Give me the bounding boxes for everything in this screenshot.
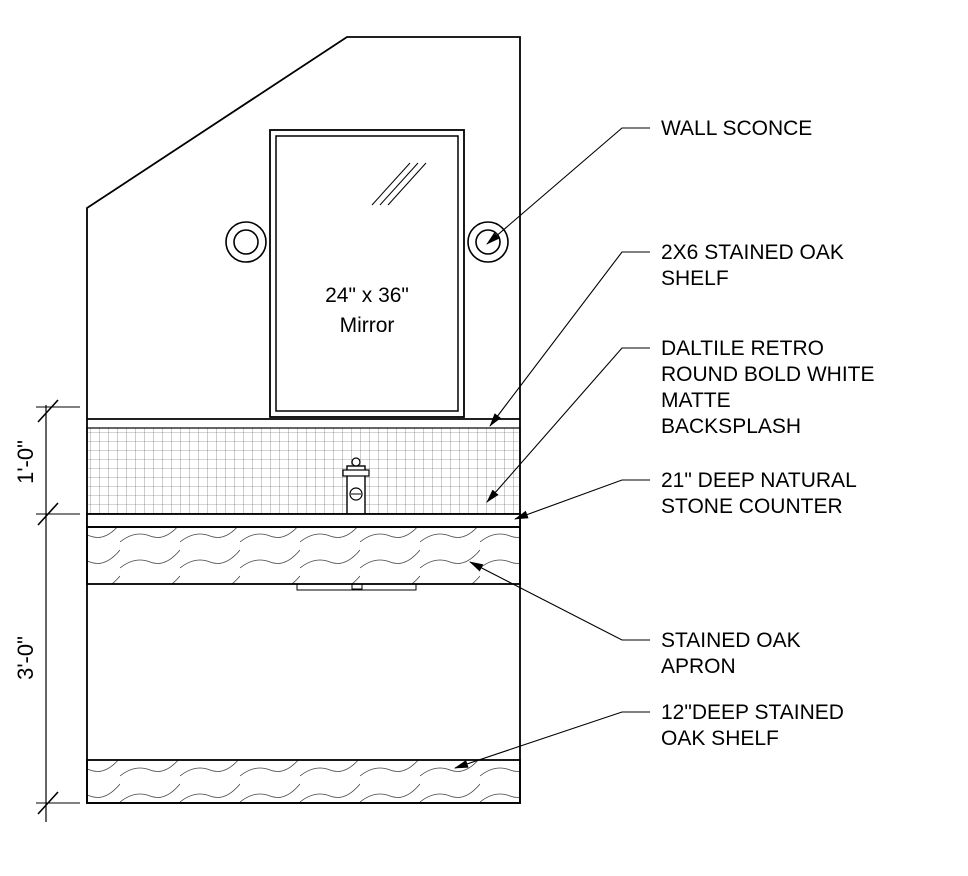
leader-oak-shelf-12: [454, 711, 650, 769]
callout-line: DALTILE RETRO: [661, 337, 824, 360]
dimension-backsplash-height: 1'-0": [13, 440, 38, 484]
mirror: 24" x 36" Mirror: [269, 129, 465, 418]
callout-line: APRON: [661, 655, 736, 678]
mirror-name-label: Mirror: [340, 314, 395, 337]
leader-oak-shelf-2x6: [489, 251, 650, 427]
oak-shelf-lower: [86, 759, 521, 804]
stone-counter: [86, 513, 521, 528]
callout-line: SHELF: [661, 267, 729, 290]
leader-oak-apron: [469, 561, 650, 641]
callout-line: 21" DEEP NATURAL: [661, 469, 856, 492]
callout-oak-apron: STAINED OAK APRON: [661, 629, 806, 678]
callout-stone-counter: 21" DEEP NATURAL STONE COUNTER: [661, 469, 862, 518]
callout-line: 2X6 STAINED OAK: [661, 241, 844, 264]
sconce-right-icon: [467, 221, 509, 263]
oak-apron: [86, 526, 521, 585]
callout-line: OAK SHELF: [661, 727, 779, 750]
leader-backsplash: [486, 347, 650, 503]
tile-backsplash: [86, 427, 521, 515]
callout-wall-sconce: WALL SCONCE: [661, 117, 812, 140]
callout-line: 12"DEEP STAINED: [661, 701, 844, 724]
sink-outline: [296, 583, 417, 591]
dimension-line: [36, 399, 80, 822]
wall-outline: [86, 36, 521, 804]
faucet-icon: [342, 457, 370, 515]
callout-oak-shelf-2x6: 2X6 STAINED OAK SHELF: [661, 241, 850, 290]
mirror-glare-icon: [371, 162, 427, 206]
leader-stone-counter: [514, 479, 650, 520]
leader-wall-sconce: [486, 127, 650, 245]
callout-backsplash: DALTILE RETRO ROUND BOLD WHITE MATTE BAC…: [661, 337, 880, 438]
leader-lines: [454, 127, 650, 769]
callout-line: STAINED OAK: [661, 629, 801, 652]
callout-line: MATTE: [661, 389, 731, 412]
callout-oak-shelf-12: 12"DEEP STAINED OAK SHELF: [661, 701, 850, 750]
callout-line: WALL SCONCE: [661, 117, 812, 140]
mirror-size-label: 24" x 36": [325, 284, 409, 307]
callout-line: STONE COUNTER: [661, 495, 843, 518]
callout-line: BACKSPLASH: [661, 415, 801, 438]
sconce-left-icon: [225, 221, 267, 263]
callout-line: ROUND BOLD WHITE: [661, 363, 875, 386]
dimension-counter-height: 3'-0": [13, 636, 38, 680]
